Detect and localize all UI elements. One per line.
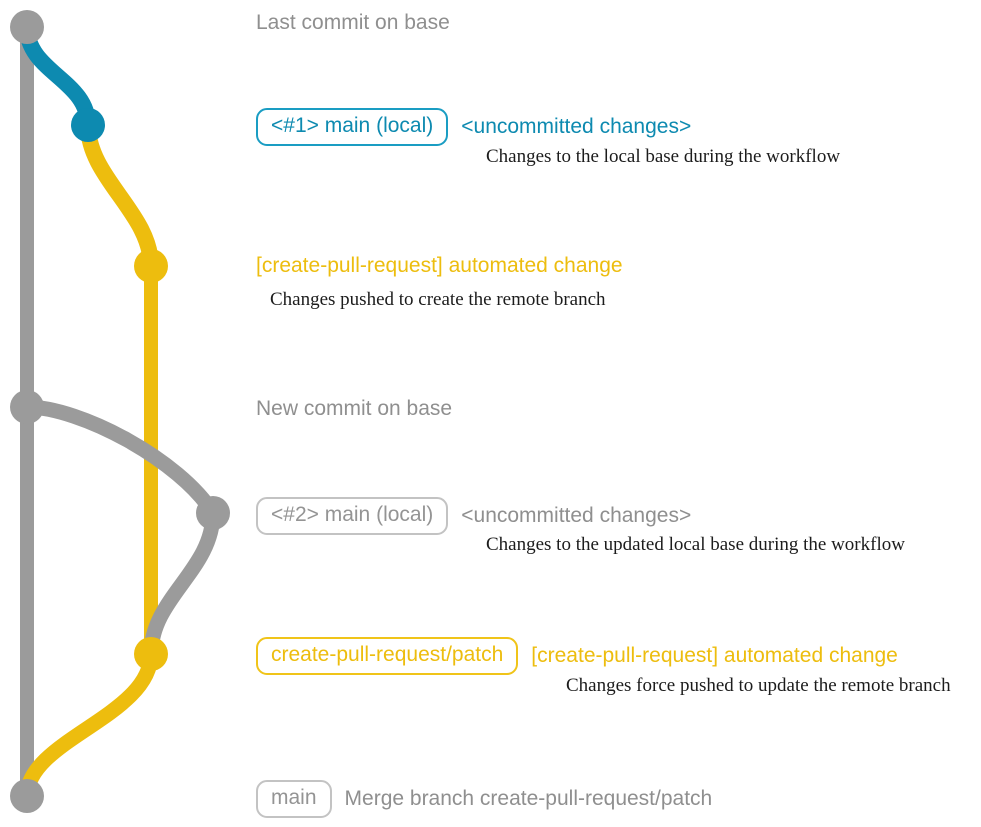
base-to-local-2-edge [19,399,221,521]
branch-pill-local-1[interactable]: <#1> main (local) [256,108,449,147]
node-base-last-commit[interactable] [10,10,44,44]
entry-local-uncommitted-1: <#1> main (local) <uncommitted changes> [256,108,692,147]
local-2-to-remote-2-edge [143,505,221,662]
entry-headline: Last commit on base [256,11,450,34]
branch-pill-local-2[interactable]: <#2> main (local) [256,497,449,536]
remote-2-to-merge-edge [19,646,159,804]
entry-local-uncommitted-2: <#2> main (local) <uncommitted changes> [256,497,692,536]
node-remote-commit-1[interactable] [134,249,168,283]
entry-subtext-local-2: Changes to the updated local base during… [486,534,905,555]
entry-merge-commit: main Merge branch create-pull-request/pa… [256,780,713,819]
entry-headline: <uncommitted changes> [461,115,692,138]
node-local-commit-1[interactable] [71,108,105,142]
node-base-new-commit[interactable] [10,390,44,424]
branch-pill-remote-patch[interactable]: create-pull-request/patch [256,637,519,676]
entry-headline: [create-pull-request] automated change [256,254,623,277]
node-local-commit-2[interactable] [196,496,230,530]
node-base-merge-commit[interactable] [10,779,44,813]
entry-remote-automated-change-2: create-pull-request/patch [create-pull-r… [256,637,898,676]
entry-subtext-remote-1: Changes pushed to create the remote bran… [270,289,606,310]
entry-headline: New commit on base [256,397,453,420]
entry-subtext-remote-2: Changes force pushed to update the remot… [566,675,951,696]
entry-headline: <uncommitted changes> [461,504,692,527]
local-1-to-remote-1-edge [80,117,159,274]
entry-subtext-local-1: Changes to the local base during the wor… [486,146,841,167]
entry-new-commit-on-base: New commit on base [256,396,452,422]
entry-headline: [create-pull-request] automated change [531,644,898,667]
branch-pill-main[interactable]: main [256,780,332,819]
base-to-local-1-edge [19,19,96,133]
node-remote-commit-2[interactable] [134,637,168,671]
entry-remote-automated-change-1: [create-pull-request] automated change [256,253,623,279]
entry-headline: Merge branch create-pull-request/patch [344,787,713,810]
entry-last-commit-on-base: Last commit on base [256,10,450,36]
